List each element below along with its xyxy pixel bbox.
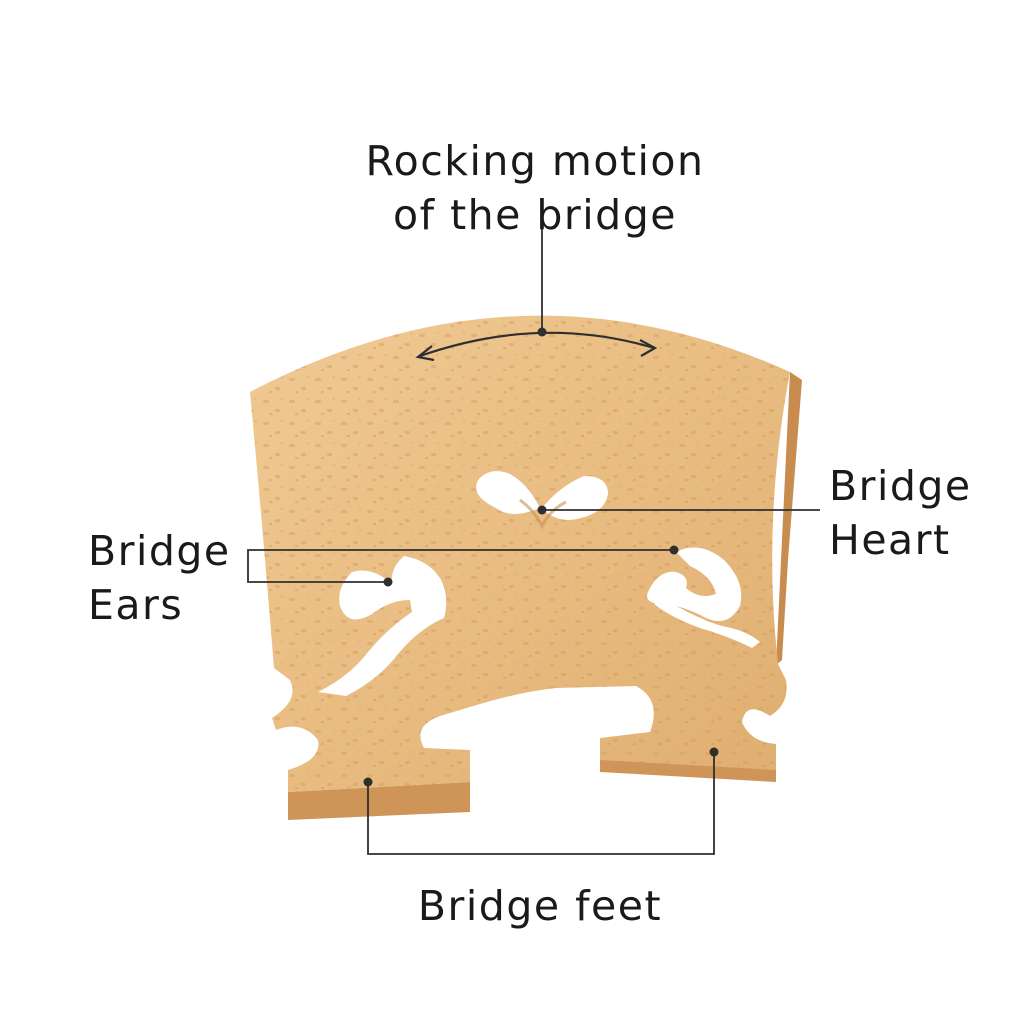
- label-rocking-line-2: of the bridge: [393, 191, 677, 239]
- dot-heart: [537, 505, 547, 515]
- label-bridge-ears: Bridge Ears: [88, 524, 231, 632]
- wood-grain: [250, 315, 790, 792]
- dot-rocking: [537, 327, 547, 337]
- right-ear-cutout: [647, 547, 742, 622]
- right-ear-slot: [654, 598, 760, 648]
- label-ears-line-1: Bridge: [88, 527, 231, 575]
- label-feet-line-1: Bridge feet: [417, 882, 663, 930]
- dot-right-foot: [709, 747, 719, 757]
- leader-dots: [363, 327, 719, 787]
- label-bridge-heart: Bridge Heart: [829, 459, 972, 567]
- label-heart-line-1: Bridge: [829, 462, 972, 510]
- feet-gap: [470, 728, 600, 784]
- dot-left-foot: [363, 777, 373, 787]
- label-heart-line-2: Heart: [829, 516, 951, 564]
- bridge-heart-cutout: [476, 471, 608, 530]
- leader-ears: [247, 549, 674, 583]
- dot-right-ear: [669, 545, 679, 555]
- label-bridge-feet: Bridge feet: [390, 879, 690, 933]
- label-rocking-line-1: Rocking motion: [365, 137, 705, 185]
- leader-lines: [247, 222, 820, 855]
- left-ear-cutout: [318, 556, 447, 696]
- label-ears-line-2: Ears: [88, 581, 184, 629]
- dot-left-ear: [383, 577, 393, 587]
- label-rocking-motion: Rocking motion of the bridge: [300, 134, 770, 242]
- leader-feet: [367, 752, 715, 855]
